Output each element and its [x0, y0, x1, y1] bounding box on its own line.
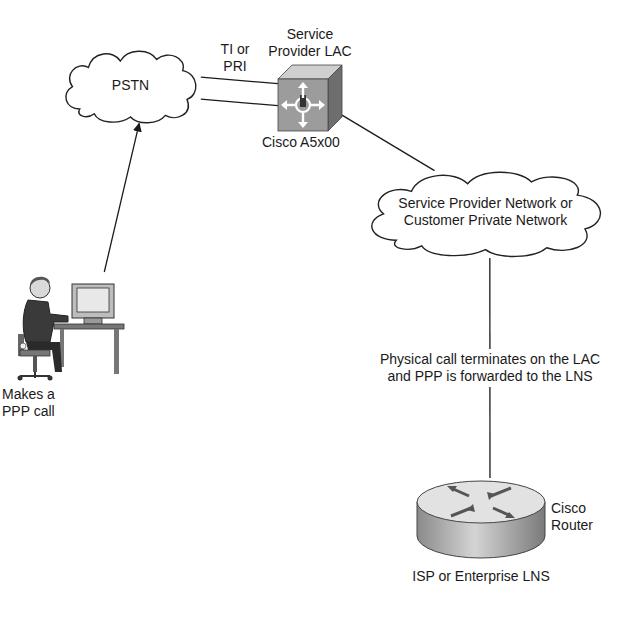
- graphic-part: [114, 329, 119, 374]
- user-node: Makes a PPP call: [10, 272, 125, 382]
- graphic-part: [54, 324, 124, 329]
- edge-label: TI or PRI: [210, 39, 260, 77]
- node-caption: Makes a PPP call: [2, 386, 72, 420]
- access-server-node: Service Provider LACCisco A5x00: [278, 65, 342, 131]
- graphic-part: [30, 277, 50, 286]
- text-frame: PSTN: [58, 45, 203, 125]
- graphic-part: [283, 84, 323, 126]
- graphic-part: [20, 350, 50, 356]
- graphic-part: [281, 100, 287, 110]
- graphic-part: [298, 82, 308, 88]
- connector-stroke: [342, 115, 435, 170]
- access-server-icon: [278, 65, 342, 131]
- user-at-computer: [10, 272, 125, 382]
- graphic-part: [278, 79, 328, 131]
- graphic-part: [23, 300, 68, 342]
- router-icon: [415, 478, 547, 560]
- graphic-part: [84, 318, 102, 324]
- connector-stroke: [201, 77, 278, 84]
- node-text: Service Provider Network or Customer Pri…: [358, 191, 613, 233]
- arrow-connector: [104, 123, 139, 272]
- graphic-part: [26, 342, 62, 372]
- graphic-part: [77, 288, 109, 312]
- graphic-part: [417, 481, 545, 523]
- connector-stroke: [104, 123, 139, 272]
- graphic-part: [505, 512, 515, 518]
- node-caption: Service Provider LAC: [260, 26, 360, 60]
- node-text: PSTN: [102, 73, 159, 98]
- graphic-part: [33, 356, 37, 372]
- edge-label: Physical call terminates on the LAC and …: [374, 349, 606, 387]
- connector-stroke: [201, 99, 278, 106]
- node-caption: Cisco Router: [551, 500, 613, 534]
- link-line: [342, 115, 435, 170]
- graphic-part: [20, 372, 50, 378]
- graphic-part: [467, 504, 475, 512]
- graphic-part: [48, 376, 53, 381]
- cloud-node: PSTN: [58, 45, 203, 125]
- graphic-part: [20, 343, 26, 349]
- graphic-part: [319, 100, 325, 110]
- graphic-part: [328, 65, 342, 131]
- graphic-part: [487, 492, 495, 500]
- trunk-lines: [201, 77, 278, 106]
- graphic-part: [18, 376, 23, 381]
- node-caption: ISP or Enterprise LNS: [405, 568, 557, 585]
- graphic-part: [298, 122, 308, 128]
- cloud-node: Service Provider Network or Customer Pri…: [358, 165, 613, 259]
- node-caption: Cisco A5x00: [262, 134, 362, 151]
- graphic-part: [66, 51, 196, 123]
- text-frame: Service Provider Network or Customer Pri…: [358, 165, 613, 259]
- graphic-part: [451, 488, 511, 516]
- graphic-part: [447, 486, 457, 492]
- router-node: Cisco RouterISP or Enterprise LNS: [415, 478, 547, 560]
- graphic-part: [72, 284, 114, 318]
